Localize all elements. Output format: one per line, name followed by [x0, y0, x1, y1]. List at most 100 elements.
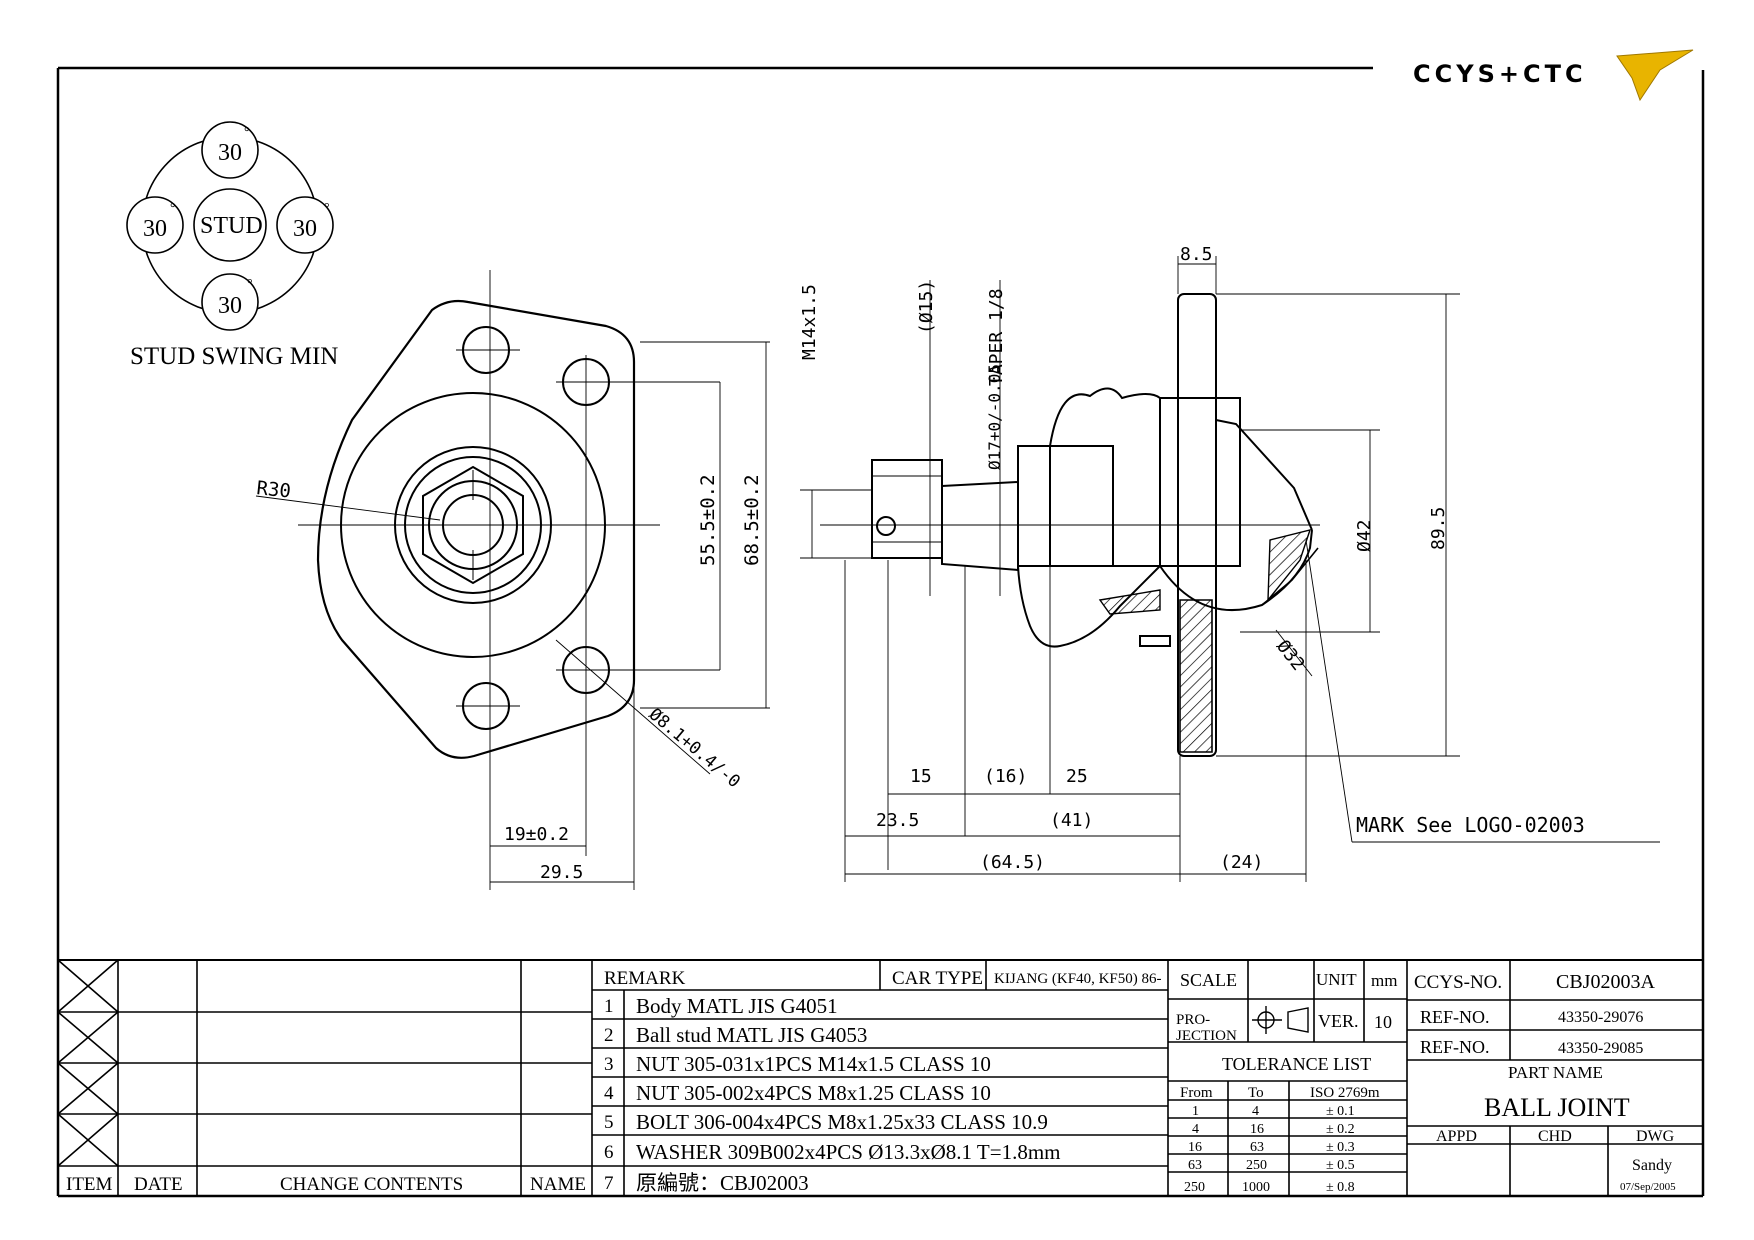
tolerance-cell: 4	[1252, 1104, 1259, 1119]
side-view-dimensions	[800, 256, 1660, 882]
tolerance-cell: ± 0.1	[1326, 1104, 1355, 1119]
dim-29-5: 29.5	[540, 862, 583, 883]
tolerance-cell: 16	[1250, 1122, 1264, 1137]
unit-label: UNIT	[1316, 970, 1357, 989]
tolerance-header-from: From	[1180, 1085, 1213, 1101]
title-block-grid	[57, 959, 1703, 1196]
logo-mark-icon	[1616, 49, 1694, 102]
stud-swing-diagram	[126, 121, 334, 331]
ver-label: VER.	[1318, 1011, 1359, 1031]
swing-degree-mark: °	[170, 201, 176, 216]
ref1-value: 43350-29076	[1558, 1009, 1643, 1026]
dim-64-5: (64.5)	[980, 852, 1045, 873]
chd-label: CHD	[1538, 1128, 1572, 1145]
tolerance-cell: 63	[1250, 1140, 1264, 1155]
swing-caption: STUD SWING MIN	[130, 343, 338, 370]
remark-no: 1	[604, 996, 614, 1017]
projection-label: PRO-JECTION	[1176, 1012, 1237, 1044]
ref1-label: REF-NO.	[1420, 1007, 1490, 1027]
dim-hole-dia: Ø8.1+0.4/-0	[645, 705, 744, 793]
tolerance-cell: ± 0.3	[1326, 1140, 1355, 1155]
socket-section-hatch	[1267, 529, 1312, 603]
car-type-label: CAR TYPE	[892, 968, 983, 989]
dwg-label: DWG	[1636, 1128, 1675, 1145]
remark-text: 原編號：CBJ02003	[636, 1171, 809, 1195]
remark-header: REMARK	[604, 968, 686, 989]
tolerance-cell: ± 0.5	[1326, 1158, 1355, 1173]
remark-text: Ball stud MATL JIS G4053	[636, 1023, 867, 1047]
remark-text: Body MATL JIS G4051	[636, 994, 838, 1018]
rev-header-item: ITEM	[66, 1174, 113, 1195]
dim-dia-32: Ø32	[1272, 636, 1309, 675]
rev-header-date: DATE	[134, 1174, 183, 1195]
drawer-name: Sandy	[1632, 1157, 1672, 1174]
tolerance-cell: 1000	[1242, 1180, 1270, 1195]
remark-no: 2	[604, 1025, 614, 1046]
tolerance-cell: 1	[1192, 1104, 1199, 1119]
drawing-date: 07/Sep/2005	[1620, 1181, 1676, 1193]
dim-taper: TAPER 1/8	[986, 288, 1007, 386]
tolerance-cell: 4	[1192, 1122, 1199, 1137]
top-view	[255, 270, 770, 890]
dim-8-5: 8.5	[1180, 244, 1213, 265]
dim-dia-17: Ø17+0/-0.05	[985, 364, 1004, 470]
swing-right-label: 30	[293, 216, 317, 242]
dim-dia-15: (Ø15)	[916, 280, 937, 334]
tolerance-title: TOLERANCE LIST	[1222, 1054, 1371, 1074]
remark-no: 4	[604, 1083, 614, 1104]
dim-m14: M14x1.5	[799, 284, 820, 360]
remark-no: 5	[604, 1112, 614, 1133]
part-name-label: PART NAME	[1508, 1063, 1603, 1082]
tolerance-cell: 250	[1184, 1180, 1205, 1195]
appd-label: APPD	[1436, 1128, 1477, 1145]
seal-section-hatch	[1098, 589, 1161, 615]
remark-text: NUT 305-002x4PCS M8x1.25 CLASS 10	[636, 1081, 991, 1105]
dim-68-5: 68.5±0.2	[741, 474, 763, 566]
body-section-hatch	[1179, 599, 1213, 753]
company-logo: CCYS+CTC	[1413, 49, 1694, 102]
swing-bottom-label: 30	[218, 293, 242, 319]
unit-value: mm	[1371, 971, 1397, 990]
dim-41: (41)	[1050, 810, 1093, 831]
tolerance-cell: 16	[1188, 1140, 1202, 1155]
dim-r30: R30	[255, 477, 291, 502]
ccys-value: CBJ02003A	[1556, 971, 1655, 993]
swing-top-label: 30	[218, 140, 242, 166]
mark-note: MARK See LOGO-02003	[1356, 813, 1585, 837]
ref2-value: 43350-29085	[1558, 1040, 1643, 1057]
dim-55-5: 55.5±0.2	[697, 474, 719, 566]
rev-header-name: NAME	[530, 1174, 586, 1195]
tolerance-header-iso: ISO 2769m	[1310, 1085, 1380, 1101]
dim-25: 25	[1066, 766, 1088, 787]
dim-15: 15	[910, 766, 932, 787]
tolerance-cell: ± 0.8	[1326, 1180, 1355, 1195]
tolerance-cell: 63	[1188, 1158, 1202, 1173]
remark-no: 6	[604, 1142, 614, 1163]
swing-center-label: STUD	[200, 213, 263, 239]
scale-label: SCALE	[1180, 970, 1237, 990]
dim-89-5: 89.5	[1428, 507, 1449, 550]
remark-no: 3	[604, 1054, 614, 1075]
logo-text: CCYS+CTC	[1413, 60, 1587, 88]
swing-degree-mark: °	[247, 277, 253, 292]
remark-text: WASHER 309B002x4PCS Ø13.3xØ8.1 T=1.8mm	[636, 1140, 1061, 1164]
swing-degree-mark: °	[244, 125, 250, 140]
ccys-label: CCYS-NO.	[1414, 972, 1502, 993]
ver-value: 10	[1374, 1012, 1392, 1032]
remark-text: NUT 305-031x1PCS M14x1.5 CLASS 10	[636, 1052, 991, 1076]
dim-16: (16)	[984, 766, 1027, 787]
swing-degree-mark: °	[324, 201, 330, 216]
dim-24: (24)	[1220, 852, 1263, 873]
part-name-value: BALL JOINT	[1484, 1093, 1630, 1122]
ref2-label: REF-NO.	[1420, 1037, 1490, 1057]
tolerance-header-to: To	[1248, 1085, 1264, 1101]
projection-symbol-icon	[1252, 1006, 1309, 1034]
dim-23-5: 23.5	[876, 810, 919, 831]
dim-19: 19±0.2	[504, 824, 569, 845]
remark-text: BOLT 306-004x4PCS M8x1.25x33 CLASS 10.9	[636, 1110, 1048, 1134]
swing-left-label: 30	[143, 216, 167, 242]
car-type-value: KIJANG (KF40, KF50) 86-	[994, 971, 1162, 987]
dim-dia-42: Ø42	[1354, 519, 1375, 552]
tolerance-cell: 250	[1246, 1158, 1267, 1173]
